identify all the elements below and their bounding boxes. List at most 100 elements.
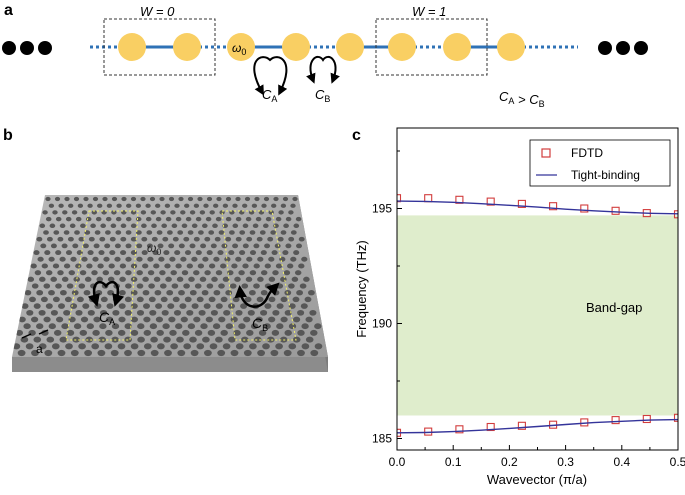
chart-series <box>397 194 678 437</box>
photonic-hole <box>288 210 294 215</box>
photonic-hole <box>245 276 253 282</box>
photonic-hole <box>97 349 106 357</box>
photonic-hole <box>272 289 280 296</box>
photonic-hole <box>49 223 56 229</box>
photonic-hole <box>264 283 272 289</box>
photonic-hole <box>103 256 110 262</box>
photonic-hole <box>50 243 57 249</box>
photonic-hole <box>280 276 287 282</box>
photonic-hole <box>186 263 193 269</box>
photonic-hole <box>223 309 231 316</box>
photonic-hole <box>86 263 93 269</box>
photonic-hole <box>283 270 291 276</box>
photonic-hole <box>290 256 297 262</box>
photonic-hole <box>202 336 210 343</box>
photonic-hole <box>130 236 137 242</box>
photonic-hole <box>176 276 184 282</box>
photonic-hole <box>271 250 278 256</box>
photonic-hole <box>71 210 78 215</box>
x-tick-label: 0.2 <box>501 455 518 469</box>
photonic-hole <box>256 296 264 303</box>
photonic-hole <box>186 309 194 316</box>
x-tick-label: 0.5 <box>670 455 685 469</box>
photonic-hole <box>130 329 139 336</box>
photonic-hole <box>84 349 92 357</box>
photonic-hole <box>115 230 122 235</box>
photonic-hole <box>180 210 186 215</box>
photonic-hole <box>258 329 267 336</box>
photonic-hole <box>244 196 251 202</box>
photonic-hole <box>73 323 82 330</box>
photonic-hole <box>45 270 53 276</box>
photonic-hole <box>105 230 111 235</box>
photonic-hole <box>268 276 276 282</box>
photonic-hole <box>107 289 114 296</box>
photonic-hole <box>264 303 272 309</box>
photonic-hole <box>130 250 137 256</box>
photonic-hole <box>93 316 101 323</box>
legend-label-fdtd: FDTD <box>571 146 603 160</box>
photonic-hole <box>147 256 154 262</box>
photonic-hole <box>260 289 268 296</box>
photonic-hole <box>40 243 47 249</box>
photonic-hole <box>272 270 279 276</box>
photonic-hole <box>264 263 271 269</box>
photonic-hole <box>55 250 62 256</box>
photonic-hole <box>201 223 208 229</box>
photonic-hole <box>204 270 211 276</box>
photonic-hole <box>162 323 170 330</box>
photonic-hole <box>120 236 127 242</box>
photonic-hole <box>118 303 126 309</box>
photonic-hole <box>75 309 83 316</box>
photonic-hole <box>48 256 55 262</box>
photonic-hole <box>222 203 229 208</box>
photonic-hole <box>155 203 161 208</box>
x-tick-label: 0.4 <box>613 455 630 469</box>
photonic-hole <box>292 296 300 303</box>
photonic-hole <box>288 343 297 350</box>
photonic-hole <box>95 289 103 296</box>
photonic-hole <box>150 349 159 357</box>
resonator <box>443 33 471 61</box>
tight-binding-line-lower <box>397 418 678 434</box>
photonic-hole <box>232 203 238 208</box>
resonator <box>118 33 146 61</box>
photonic-hole <box>305 316 313 323</box>
photonic-hole <box>216 196 222 202</box>
photonic-hole <box>184 203 190 208</box>
photonic-hole <box>33 250 40 256</box>
photonic-hole <box>125 270 132 276</box>
photonic-hole <box>88 236 95 242</box>
photonic-hole <box>111 323 120 330</box>
box-w0 <box>103 18 216 76</box>
photonic-hole <box>15 329 24 336</box>
photonic-hole <box>215 336 223 343</box>
photonic-hole <box>239 230 246 235</box>
photonic-hole <box>178 196 184 202</box>
photonic-hole <box>110 349 119 357</box>
photonic-hole <box>158 256 165 262</box>
photonic-hole <box>277 236 284 242</box>
photonic-hole <box>79 270 87 276</box>
photonic-hole <box>291 276 299 282</box>
photonic-hole <box>78 343 86 350</box>
photonic-hole <box>222 223 229 229</box>
fdtd-marker-lower <box>642 414 651 424</box>
photonic-hole <box>93 243 100 249</box>
photonic-hole <box>85 216 92 222</box>
photonic-hole <box>70 256 77 262</box>
ca-label-b: CA <box>99 309 115 327</box>
photonic-hole <box>222 276 230 282</box>
photonic-hole <box>246 256 253 262</box>
photonic-hole <box>251 203 258 208</box>
photonic-hole <box>52 263 60 269</box>
photonic-hole <box>252 223 259 229</box>
photonic-hole <box>179 303 187 309</box>
photonic-hole <box>288 283 295 289</box>
photonic-hole <box>163 336 171 343</box>
photonic-hole <box>270 349 279 357</box>
photonic-hole <box>55 316 64 323</box>
photonic-hole <box>256 236 263 242</box>
photonic-hole <box>53 230 60 235</box>
photonic-hole <box>234 276 241 282</box>
